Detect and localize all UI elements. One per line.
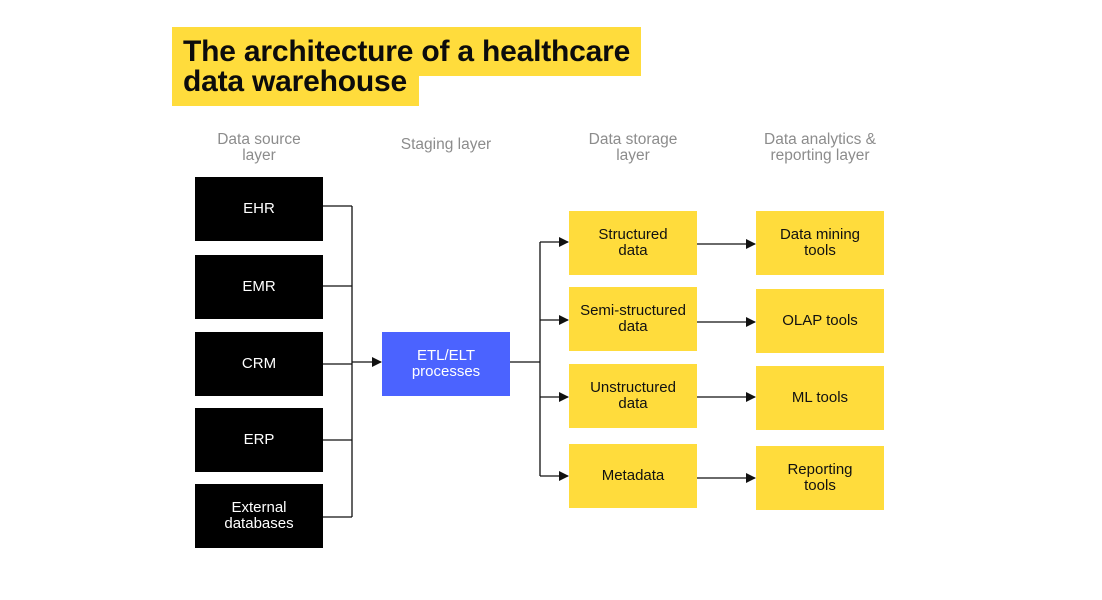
- source-ehr: EHR: [195, 177, 323, 241]
- layer-label-staging: Staging layer: [400, 136, 492, 153]
- tool-ml: ML tools: [756, 366, 884, 430]
- staging-etl-elt: ETL/ELT processes: [382, 332, 510, 396]
- layer-label-storage: Data storage layer: [588, 131, 678, 164]
- source-crm: CRM: [195, 332, 323, 396]
- source-erp: ERP: [195, 408, 323, 472]
- storage-metadata: Metadata: [569, 444, 697, 508]
- storage-unstructured: Unstructured data: [569, 364, 697, 428]
- page-title-line-2: data warehouse: [172, 67, 419, 106]
- page-title-line-1: The architecture of a healthcare: [172, 27, 641, 76]
- layer-label-analytics: Data analytics & reporting layer: [764, 131, 876, 164]
- layer-label-source: Data source layer: [217, 131, 301, 164]
- tool-reporting: Reporting tools: [756, 446, 884, 510]
- source-emr: EMR: [195, 255, 323, 319]
- tool-olap: OLAP tools: [756, 289, 884, 353]
- tool-data-mining: Data mining tools: [756, 211, 884, 275]
- storage-semi-structured: Semi-structured data: [569, 287, 697, 351]
- storage-structured: Structured data: [569, 211, 697, 275]
- source-external-databases: External databases: [195, 484, 323, 548]
